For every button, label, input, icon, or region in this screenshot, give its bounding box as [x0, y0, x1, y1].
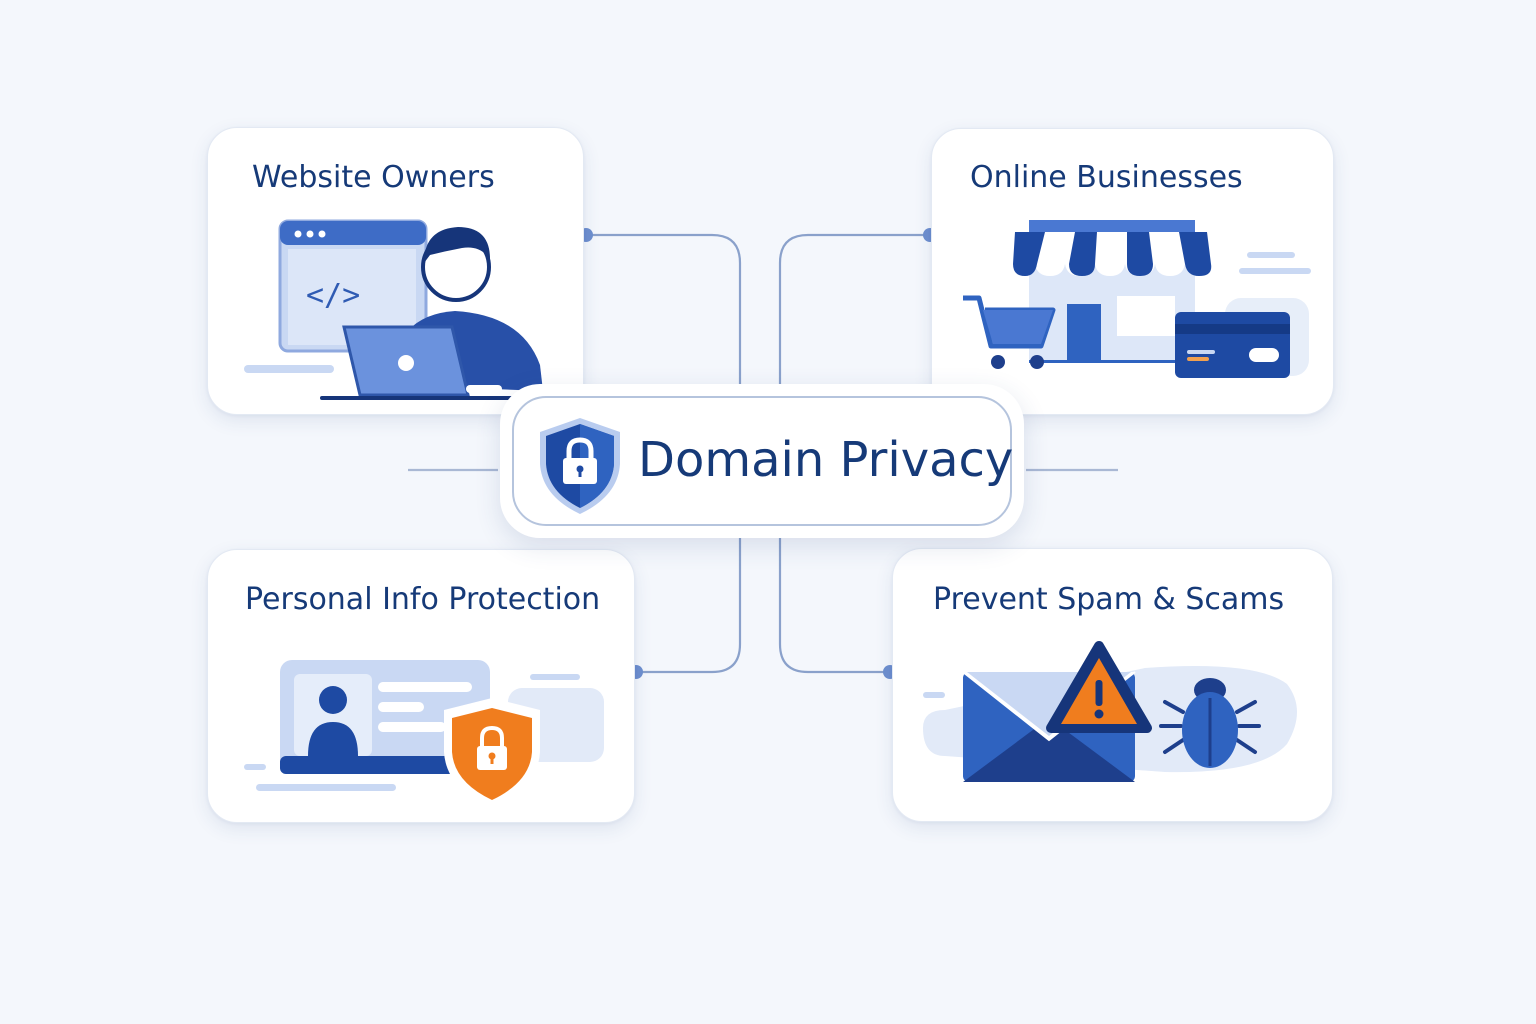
card-title-website-owners: Website Owners — [252, 160, 495, 195]
center-title: Domain Privacy — [638, 432, 1014, 488]
storefront-icon — [963, 220, 1311, 378]
card-title-online-businesses: Online Businesses — [970, 160, 1243, 195]
id-card-shield-icon — [244, 660, 604, 810]
card-title-personal-info: Personal Info Protection — [245, 582, 601, 617]
svg-text:</>: </> — [306, 278, 360, 313]
card-title-prevent-spam: Prevent Spam & Scams — [933, 582, 1285, 617]
connector-personal-info — [636, 538, 742, 674]
developer-laptop-icon: </> — [244, 219, 543, 400]
connector-prevent-spam — [778, 538, 890, 674]
connector-website-owners — [586, 233, 742, 384]
envelope-warning-bug-icon — [923, 641, 1297, 782]
connector-online-businesses — [778, 233, 930, 384]
shield-lock-icon — [540, 418, 620, 514]
